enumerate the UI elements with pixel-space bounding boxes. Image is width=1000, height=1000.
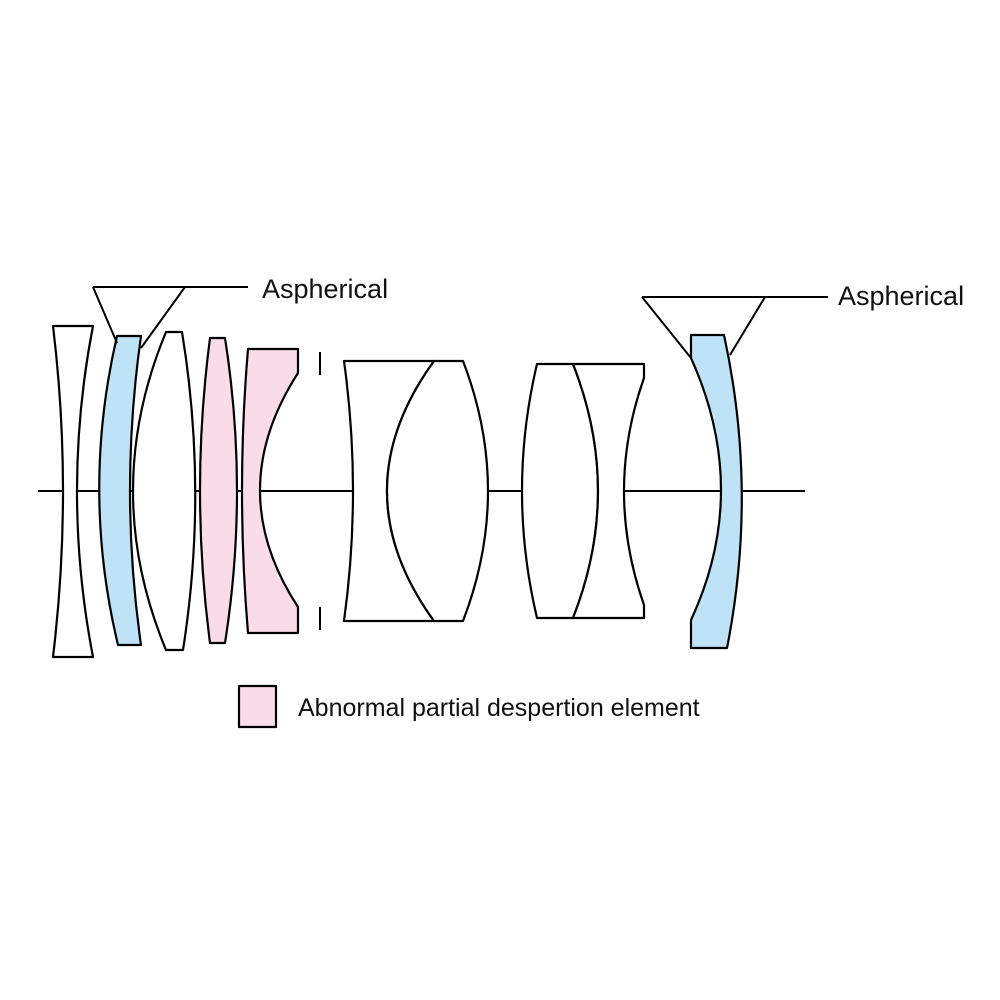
rear-aspherical-callout: Aspherical <box>641 281 964 359</box>
lens-element-5-abnormal-dispersion <box>240 347 300 635</box>
lens-element-2-aspherical <box>98 334 143 647</box>
rear-aspherical-label: Aspherical <box>838 281 964 311</box>
lens-element-9-concave <box>571 362 646 620</box>
lens-element-4-abnormal-dispersion <box>198 336 239 645</box>
legend: Abnormal partial despertion element <box>237 684 700 729</box>
legend-label: Abnormal partial despertion element <box>298 694 700 722</box>
lens-element-3-biconvex <box>131 330 197 652</box>
front-aspherical-label: Aspherical <box>262 274 388 304</box>
lens-element-7-convex <box>385 359 490 623</box>
lens-element-10-aspherical <box>689 333 743 650</box>
lens-element-1-biconcave <box>51 324 95 659</box>
legend-swatch-abnormal-dispersion <box>237 684 278 729</box>
front-aspherical-callout: Aspherical <box>92 274 388 349</box>
